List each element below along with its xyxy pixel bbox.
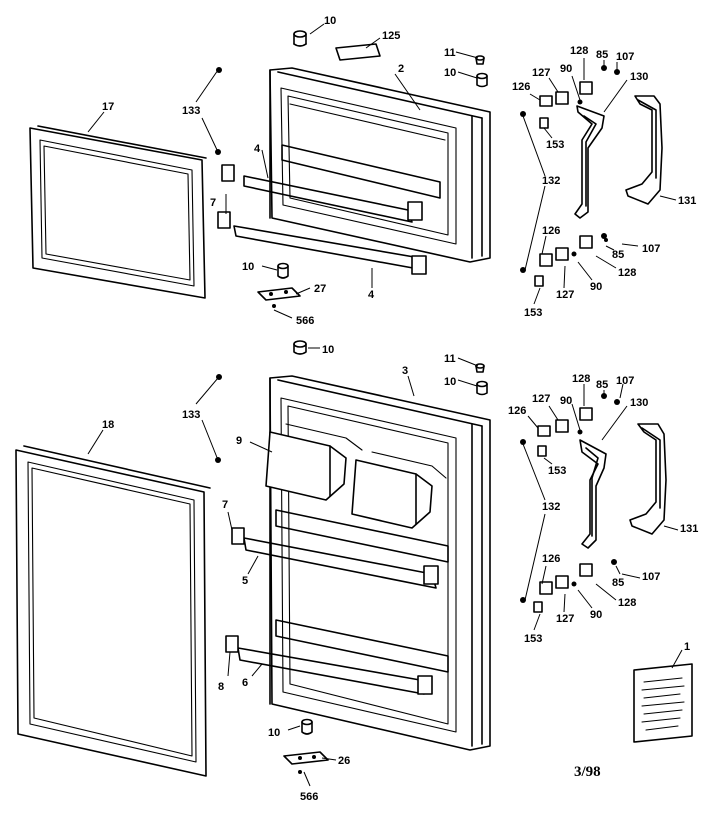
label-10: 10 [268, 727, 280, 739]
label-566: 566 [300, 791, 318, 803]
label-90: 90 [560, 395, 572, 407]
label-107: 107 [616, 375, 634, 387]
leader-lines [87, 23, 683, 787]
label-3: 3 [402, 365, 408, 377]
label-128: 128 [572, 373, 590, 385]
label-26: 26 [338, 755, 350, 767]
hinge-hardware-top [520, 65, 663, 287]
label-4: 4 [368, 289, 375, 301]
label-133: 133 [182, 409, 200, 421]
dairy-bins-9 [265, 423, 447, 529]
label-10: 10 [444, 67, 456, 79]
label-4: 4 [254, 143, 261, 155]
label-125: 125 [382, 30, 400, 42]
label-107: 107 [642, 571, 660, 583]
hinge-27 [257, 287, 301, 308]
label-18: 18 [102, 419, 114, 431]
label-17: 17 [102, 101, 114, 113]
door-gasket-18 [15, 445, 211, 777]
label-9: 9 [236, 435, 242, 447]
label-11: 11 [444, 353, 456, 365]
fresh-food-door-3 [225, 375, 491, 751]
label-85: 85 [612, 577, 624, 589]
label-126: 126 [542, 225, 560, 237]
label-107: 107 [642, 243, 660, 255]
label-10: 10 [444, 376, 456, 388]
label-6: 6 [242, 677, 248, 689]
callout-labels: 10 125 11 10 2 128 85 107 126 127 90 130… [102, 15, 698, 803]
label-10: 10 [322, 344, 334, 356]
label-131: 131 [680, 523, 698, 535]
label-127: 127 [532, 67, 550, 79]
label-27: 27 [314, 283, 326, 295]
label-153: 153 [546, 139, 564, 151]
label-127: 127 [556, 289, 574, 301]
label-127: 127 [556, 613, 574, 625]
label-133: 133 [182, 105, 200, 117]
label-85: 85 [612, 249, 624, 261]
label-11: 11 [444, 47, 456, 59]
label-10: 10 [324, 15, 336, 27]
label-132: 132 [542, 175, 560, 187]
screw-133-bottom [215, 374, 222, 463]
label-7: 7 [222, 499, 228, 511]
label-1: 1 [684, 641, 690, 653]
label-153: 153 [524, 633, 542, 645]
hinge-26 [283, 751, 329, 774]
freezer-door-2 [217, 67, 491, 275]
cap-10f-bottom [301, 718, 313, 735]
label-153: 153 [548, 465, 566, 477]
cap-10d-bottom [293, 340, 307, 355]
cap-10e-bottom [476, 380, 488, 396]
label-127: 127 [532, 393, 550, 405]
label-90: 90 [590, 281, 602, 293]
label-128: 128 [570, 45, 588, 57]
instruction-card-1 [633, 663, 693, 743]
label-130: 130 [630, 71, 648, 83]
date-code: 3/98 [574, 764, 601, 780]
cap-11-bottom [475, 363, 485, 373]
label-85: 85 [596, 49, 608, 61]
door-gasket-17 [29, 125, 207, 299]
label-90: 90 [590, 609, 602, 621]
label-8: 8 [218, 681, 224, 693]
label-85: 85 [596, 379, 608, 391]
label-107: 107 [616, 51, 634, 63]
label-128: 128 [618, 597, 636, 609]
cap-10-top [293, 30, 307, 47]
label-130: 130 [630, 397, 648, 409]
label-128: 128 [618, 267, 636, 279]
cap-10c-top [277, 262, 289, 279]
label-90: 90 [560, 63, 572, 75]
label-566: 566 [296, 315, 314, 327]
nameplate-125 [335, 43, 381, 61]
label-126: 126 [542, 553, 560, 565]
label-126: 126 [508, 405, 526, 417]
label-131: 131 [678, 195, 696, 207]
hinge-hardware-bottom [520, 393, 667, 613]
label-132: 132 [542, 501, 560, 513]
label-2: 2 [398, 63, 404, 75]
label-10: 10 [242, 261, 254, 273]
cap-10b-top [476, 72, 488, 88]
cap-11-top [475, 55, 485, 65]
label-5: 5 [242, 575, 248, 587]
label-7: 7 [210, 197, 216, 209]
label-126: 126 [512, 81, 530, 93]
label-153: 153 [524, 307, 542, 319]
screw-133-top [215, 67, 222, 155]
